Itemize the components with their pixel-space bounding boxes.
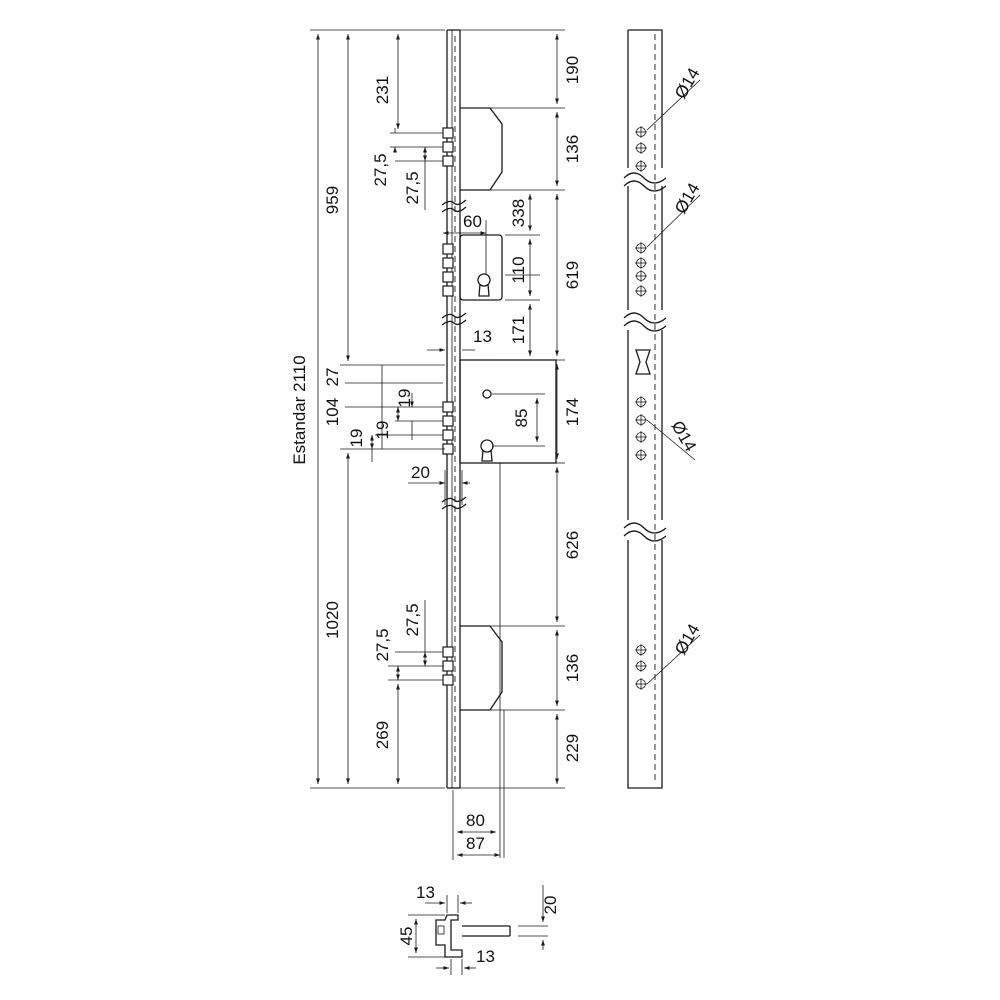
dim-619: 619 bbox=[563, 261, 582, 289]
dim-overall-height: Estandar 2110 bbox=[290, 355, 309, 464]
dim-104: 104 bbox=[323, 398, 342, 426]
dim-338: 338 bbox=[509, 199, 528, 227]
dim-19-c: 19 bbox=[347, 429, 366, 448]
dim-171: 171 bbox=[509, 316, 528, 344]
right-dimensions: 190 136 619 174 626 136 229 bbox=[460, 29, 582, 789]
dim-27-5-c: 27,5 bbox=[403, 603, 422, 636]
dim-269: 269 bbox=[373, 721, 392, 749]
dim-45: 45 bbox=[397, 927, 416, 946]
dim-136-bot: 136 bbox=[563, 654, 582, 682]
dim-27-5-a: 27,5 bbox=[371, 153, 390, 186]
upper-key-case bbox=[442, 234, 503, 301]
dim-60: 60 bbox=[463, 212, 482, 231]
dim-20-section: 20 bbox=[541, 896, 560, 915]
dim-174: 174 bbox=[563, 398, 582, 426]
dim-27-5-d: 27,5 bbox=[373, 628, 392, 661]
hole-label-2: Ø14 bbox=[671, 180, 704, 217]
dim-27: 27 bbox=[323, 368, 342, 387]
dim-231: 231 bbox=[373, 76, 392, 104]
dim-13-section-top: 13 bbox=[416, 883, 435, 902]
dim-19-b: 19 bbox=[373, 421, 392, 440]
dim-20-mid: 20 bbox=[411, 463, 430, 482]
dim-13-section-bot: 13 bbox=[476, 947, 495, 966]
dim-85: 85 bbox=[512, 409, 531, 428]
cross-section-view: 20 13 45 13 bbox=[397, 883, 560, 975]
hole-label-3: Ø14 bbox=[668, 418, 701, 455]
dim-959: 959 bbox=[323, 186, 342, 214]
dim-1020: 1020 bbox=[323, 601, 342, 639]
faceplate-holes bbox=[634, 125, 648, 691]
dim-626: 626 bbox=[563, 531, 582, 559]
dim-190: 190 bbox=[563, 56, 582, 84]
dim-87: 87 bbox=[466, 834, 485, 853]
dim-110: 110 bbox=[509, 256, 528, 283]
width-dimensions: 80 87 bbox=[452, 790, 500, 860]
central-lock-case bbox=[442, 359, 557, 464]
dim-19-a: 19 bbox=[395, 389, 414, 408]
hole-label-1: Ø14 bbox=[671, 65, 704, 102]
front-view: Estandar 2110 959 1020 231 27,5 27,5 27 bbox=[290, 29, 582, 860]
faceplate-side-view: Ø14 Ø14 Ø14 Ø14 bbox=[623, 29, 704, 789]
case-dimensions: 60 338 110 171 85 bbox=[443, 194, 545, 447]
dim-229: 229 bbox=[563, 734, 582, 762]
dim-80: 80 bbox=[466, 811, 485, 830]
bottom-bolt-case bbox=[442, 463, 505, 858]
dim-27-5-b: 27,5 bbox=[403, 171, 422, 204]
dim-13-mid: 13 bbox=[473, 327, 492, 346]
hole-label-4: Ø14 bbox=[671, 621, 704, 658]
left-dimensions: Estandar 2110 959 1020 231 27,5 27,5 27 bbox=[290, 29, 492, 789]
dim-136-top: 136 bbox=[563, 135, 582, 163]
